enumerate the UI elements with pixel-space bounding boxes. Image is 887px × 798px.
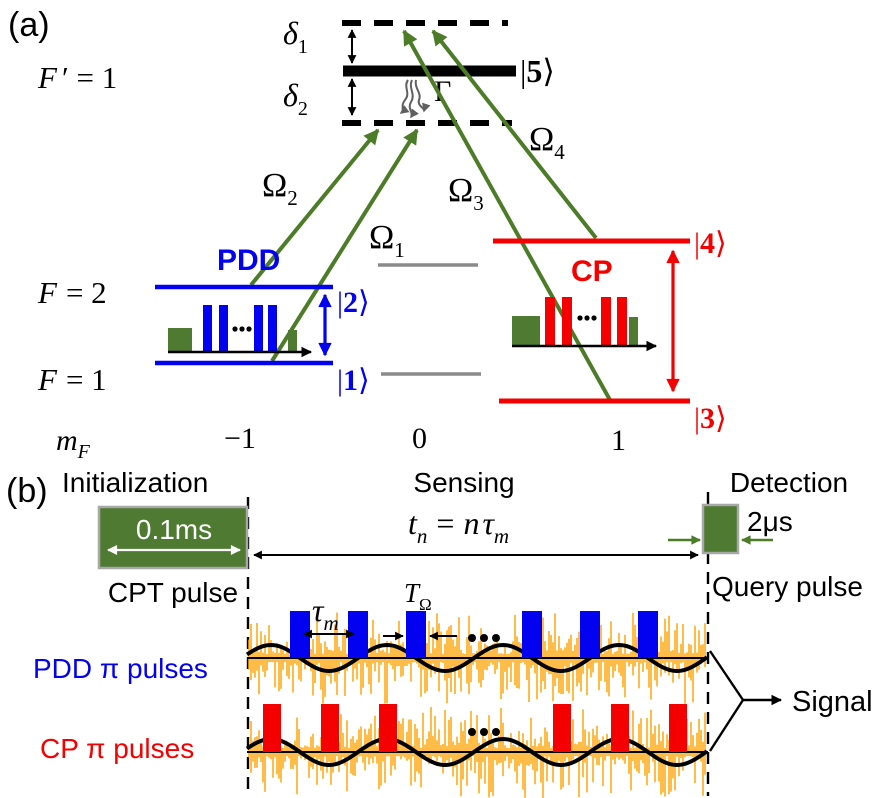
t-omega-label: TΩ: [404, 578, 432, 614]
query-pulse-box: [701, 503, 740, 555]
panel-a: (a) δ1 δ2 Γ Ω2 Ω1 Ω3 Ω4 F′ = 1: [8, 6, 727, 463]
delta2-label: δ2: [283, 77, 308, 120]
f-prime-label: F′ = 1: [37, 60, 117, 95]
pdd-pi-pulse: [522, 611, 542, 658]
cp-pi-pulse: [263, 704, 281, 752]
query-pulse-label: Query pulse: [712, 571, 863, 602]
panel-b: (b) Initialization Sensing Detection 0.1…: [6, 467, 873, 798]
sensing-time-equation: tn=nτm: [408, 505, 509, 548]
cp-ac-field-wave: [245, 736, 709, 768]
phase-detection: Detection: [730, 467, 848, 498]
pdd-title: PDD: [217, 244, 280, 277]
ket5-label: |5⟩: [520, 53, 555, 89]
ket2-label: |2⟩: [337, 286, 370, 319]
pdd-row-label: PDD π pulses: [33, 653, 208, 684]
omega4-arrow: [431, 29, 598, 240]
tau-m-label: τm: [312, 592, 339, 635]
mf-tick-0: 0: [412, 422, 427, 455]
signal-label: Signal: [792, 686, 873, 718]
ket4-label: |4⟩: [694, 227, 727, 260]
cp-pi-pulse: [669, 704, 687, 752]
omega4-label: Ω4: [529, 121, 565, 164]
query-duration-label: 2μs: [747, 506, 793, 537]
decay-wavy-arrow: [399, 79, 410, 114]
gamma-label: Γ: [434, 75, 451, 108]
mf-tick-minus1: −1: [224, 422, 256, 455]
omega2-arrow: [249, 128, 380, 287]
cp-pi-pulse: [321, 704, 339, 752]
pdd-pi-pulse: [290, 611, 310, 658]
omega3-label: Ω3: [448, 172, 484, 215]
decay-wavy-arrow: [408, 79, 419, 119]
panel-a-tag: (a): [8, 6, 50, 44]
cpt-pulse-label: CPT pulse: [108, 577, 238, 608]
pdd-mini-train: [168, 305, 313, 358]
pdd-ac-field-wave: [245, 642, 709, 674]
cp-pi-pulse: [553, 704, 571, 752]
cp-ellipsis-dots: [468, 728, 500, 736]
cp-title: CP: [571, 255, 613, 288]
cp-pi-pulse: [611, 704, 629, 752]
cpt-duration-label: 0.1ms: [136, 514, 212, 545]
cpt-pulse-box: [97, 505, 249, 570]
pdd-pi-pulse: [406, 611, 426, 658]
ket3-label: |3⟩: [694, 402, 727, 435]
f2-label: F= 2: [37, 275, 107, 310]
pdd-pi-pulse: [348, 611, 368, 658]
pdd-pi-pulse: [580, 611, 600, 658]
cp-pi-pulse: [379, 704, 397, 752]
decay-wavy-arrow: [414, 79, 431, 113]
f1-label: F= 1: [37, 362, 107, 397]
omega3-arrow: [402, 29, 612, 401]
pdd-ellipsis-dots: [468, 634, 500, 642]
mf-tick-1: 1: [611, 424, 626, 457]
signal-fork-lower: [708, 699, 745, 752]
cp-row-label: CP π pulses: [40, 733, 194, 764]
panel-b-tag: (b): [6, 472, 48, 510]
pdd-pulse-train: [290, 611, 658, 658]
mf-axis-label: mF: [56, 424, 91, 463]
cp-mini-train: [512, 297, 658, 352]
phase-sensing: Sensing: [413, 467, 514, 498]
cp-pulse-train: [263, 704, 687, 752]
signal-fork-upper: [709, 650, 744, 701]
pdd-pi-pulse: [638, 611, 658, 658]
phase-initialization: Initialization: [62, 467, 208, 498]
delta1-label: δ1: [283, 15, 308, 58]
omega1-arrow: [270, 128, 419, 363]
omega2-label: Ω2: [262, 167, 298, 210]
omega1-label: Ω1: [369, 219, 405, 262]
ket1-label: |1⟩: [337, 364, 370, 397]
